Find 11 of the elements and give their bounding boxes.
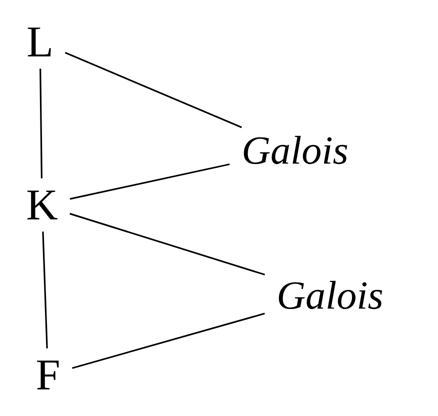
connecting-line — [40, 68, 42, 178]
connecting-line — [42, 232, 48, 348]
connecting-line — [72, 312, 265, 369]
galois-label: Galois — [244, 136, 348, 164]
connecting-line — [70, 163, 230, 200]
galois-label: Galois — [278, 280, 382, 310]
connecting-line — [64, 52, 242, 128]
connecting-line — [70, 212, 265, 276]
tower-field: K — [27, 190, 58, 220]
tower-field: F — [37, 360, 59, 390]
tower-field: L — [28, 28, 51, 56]
